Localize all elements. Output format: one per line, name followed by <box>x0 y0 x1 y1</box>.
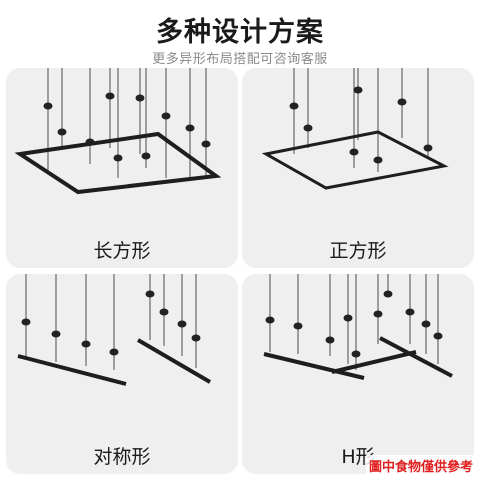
watermark-text: 圖中食物僅供參考 <box>365 455 476 476</box>
panel-label-square: 正方形 <box>329 240 387 262</box>
square-lamp-illustration <box>261 68 449 190</box>
symmetric-lamp-illustration <box>17 274 212 386</box>
page-title: 多种设计方案 <box>156 17 324 48</box>
panel-label-rectangle: 长方形 <box>93 240 151 262</box>
design-option-rectangle[interactable]: 长方形 <box>6 68 238 268</box>
panel-label-symmetric: 对称形 <box>93 446 151 468</box>
design-option-h[interactable]: H形 <box>242 274 474 474</box>
page-subtitle: 更多异形布局搭配可咨询客服 <box>152 52 328 67</box>
design-option-square[interactable]: 正方形 <box>242 68 474 268</box>
design-option-symmetric[interactable]: 对称形 <box>6 274 238 474</box>
rectangle-lamp-illustration <box>14 68 222 195</box>
h-lamp-illustration <box>263 274 453 380</box>
